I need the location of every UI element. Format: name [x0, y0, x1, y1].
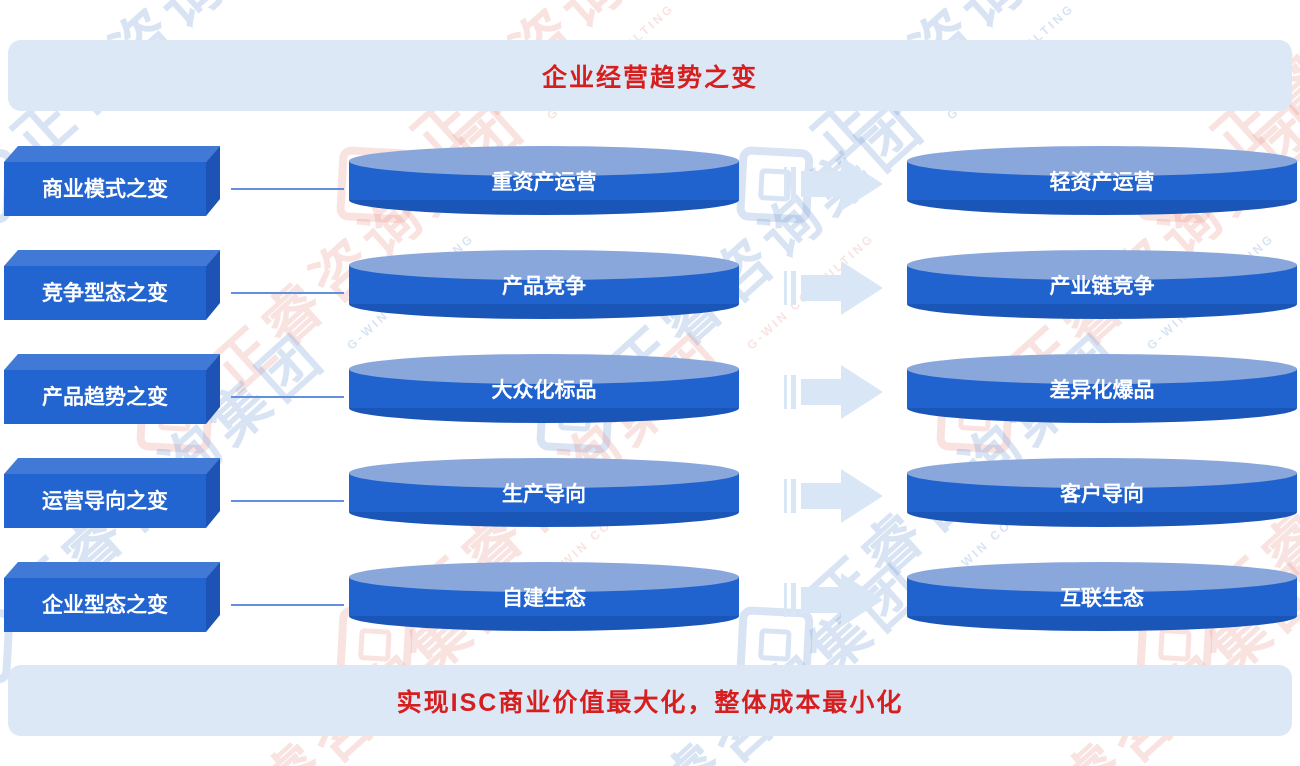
to-cylinder: 互联生态	[907, 562, 1297, 631]
box-front-face	[4, 578, 206, 632]
from-cylinder: 重资产运营	[349, 146, 739, 215]
arrow-stripe	[784, 375, 787, 409]
to-label: 产业链竞争	[1050, 274, 1155, 298]
from-label: 大众化标品	[492, 378, 597, 402]
trend-row: 商业模式之变 重资产运营 轻资产运营	[0, 143, 1300, 217]
connector-line	[231, 604, 344, 606]
right-arrow-icon	[784, 469, 883, 523]
to-cylinder: 轻资产运营	[907, 146, 1297, 215]
category-label: 竞争型态之变	[42, 281, 168, 305]
category-box-3d: 商业模式之变	[4, 146, 220, 216]
box-side-face	[206, 562, 220, 632]
right-arrow-icon	[784, 157, 883, 211]
footer-text: 实现ISC商业价值最大化，整体成本最小化	[396, 688, 904, 717]
box-front-face	[4, 266, 206, 320]
category-box-3d: 企业型态之变	[4, 562, 220, 632]
box-top-face	[4, 562, 220, 578]
arrow-stripe	[784, 167, 787, 201]
cylinder-top-face	[907, 458, 1297, 488]
box-front-face	[4, 162, 206, 216]
page-title: 企业经营趋势之变	[541, 63, 758, 92]
cylinder-top-face	[907, 562, 1297, 592]
connector-line	[231, 396, 344, 398]
category-label: 运营导向之变	[42, 489, 168, 513]
box-top-face	[4, 354, 220, 370]
box-side-face	[206, 250, 220, 320]
to-label: 客户导向	[1060, 482, 1144, 506]
trend-row: 企业型态之变 自建生态 互联生态	[0, 559, 1300, 633]
arrow-body	[801, 261, 883, 315]
from-label: 生产导向	[502, 482, 586, 506]
to-label: 差异化爆品	[1050, 378, 1155, 402]
from-cylinder: 生产导向	[349, 458, 739, 527]
right-arrow-icon	[784, 573, 883, 627]
box-top-face	[4, 458, 220, 474]
box-top-face	[4, 250, 220, 266]
to-cylinder: 产业链竞争	[907, 250, 1297, 319]
cylinder-top-face	[349, 146, 739, 176]
box-side-face	[206, 354, 220, 424]
arrow-stripe	[791, 271, 796, 305]
category-label: 产品趋势之变	[42, 385, 168, 409]
from-label: 产品竞争	[502, 274, 586, 298]
cylinder-top-face	[907, 354, 1297, 384]
to-cylinder: 客户导向	[907, 458, 1297, 527]
arrow-stripe	[784, 271, 787, 305]
right-arrow-icon	[784, 365, 883, 419]
from-label: 自建生态	[502, 586, 586, 610]
box-side-face	[206, 458, 220, 528]
arrow-stripe	[784, 583, 787, 617]
cylinder-top-face	[907, 250, 1297, 280]
trend-row: 运营导向之变 生产导向 客户导向	[0, 455, 1300, 529]
category-label: 企业型态之变	[41, 593, 168, 617]
connector-line	[231, 188, 344, 190]
from-cylinder: 产品竞争	[349, 250, 739, 319]
arrow-stripe	[791, 375, 796, 409]
to-label: 轻资产运营	[1050, 170, 1155, 194]
box-side-face	[206, 146, 220, 216]
arrow-stripe	[791, 167, 796, 201]
trend-row: 产品趋势之变 大众化标品 差异化爆品	[0, 351, 1300, 425]
arrow-body	[801, 365, 883, 419]
box-front-face	[4, 370, 206, 424]
cylinder-top-face	[349, 250, 739, 280]
category-box-3d: 产品趋势之变	[4, 354, 220, 424]
arrow-stripe	[784, 479, 787, 513]
box-front-face	[4, 474, 206, 528]
category-box-3d: 竞争型态之变	[4, 250, 220, 320]
from-cylinder: 自建生态	[349, 562, 739, 631]
box-top-face	[4, 146, 220, 162]
arrow-stripe	[791, 479, 796, 513]
category-label: 商业模式之变	[42, 177, 168, 201]
cylinder-top-face	[349, 354, 739, 384]
title-banner: 企业经营趋势之变	[8, 40, 1292, 111]
to-label: 互联生态	[1060, 586, 1144, 610]
arrow-body	[801, 469, 883, 523]
cylinder-top-face	[349, 562, 739, 592]
category-box-3d: 运营导向之变	[4, 458, 220, 528]
arrow-body	[801, 573, 883, 627]
cylinder-top-face	[907, 146, 1297, 176]
arrow-body	[801, 157, 883, 211]
connector-line	[231, 292, 344, 294]
right-arrow-icon	[784, 261, 883, 315]
from-cylinder: 大众化标品	[349, 354, 739, 423]
cylinder-top-face	[349, 458, 739, 488]
from-label: 重资产运营	[492, 170, 597, 194]
to-cylinder: 差异化爆品	[907, 354, 1297, 423]
arrow-stripe	[791, 583, 796, 617]
connector-line	[231, 500, 344, 502]
trend-row: 竞争型态之变 产品竞争 产业链竞争	[0, 247, 1300, 321]
footer-banner: 实现ISC商业价值最大化，整体成本最小化	[8, 665, 1292, 736]
